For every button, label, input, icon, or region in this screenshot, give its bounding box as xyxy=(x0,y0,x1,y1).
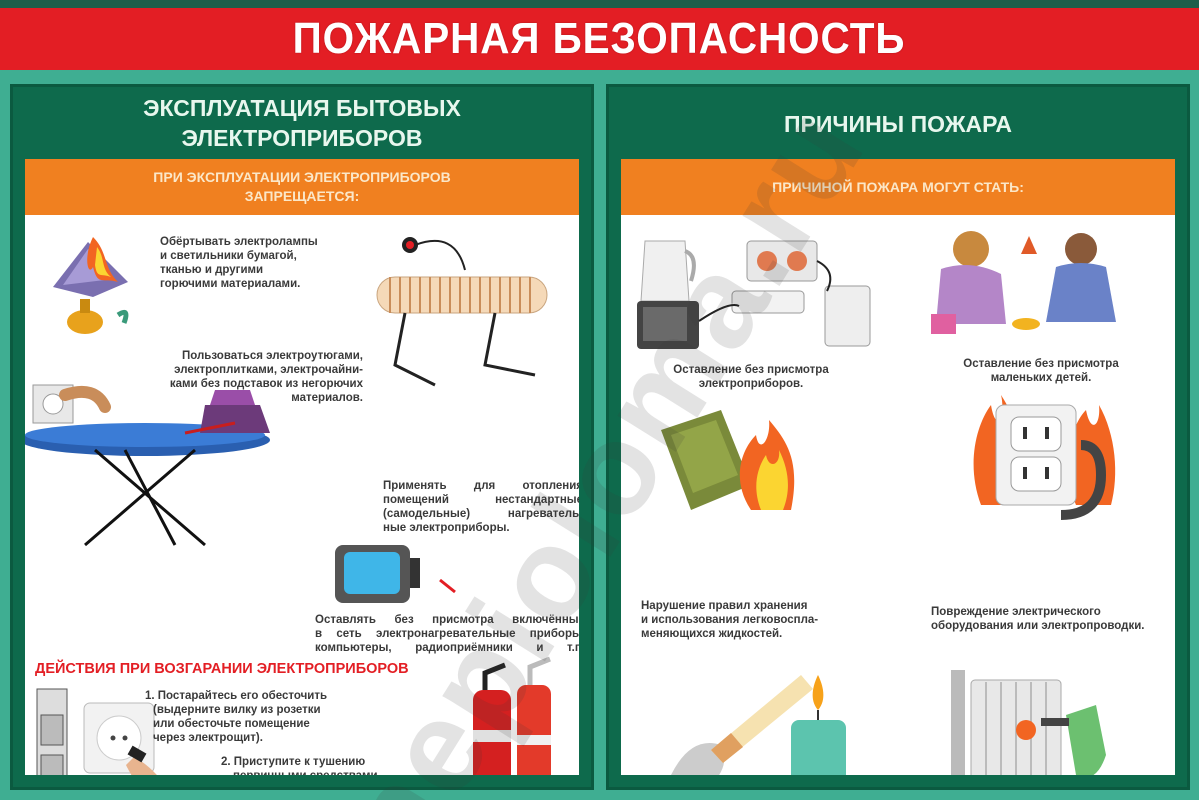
heating-pipes-torch-icon xyxy=(951,670,1106,775)
right-banner-text: ПРИЧИНОЙ ПОЖАРА МОГУТ СТАТЬ: xyxy=(772,178,1024,195)
fire-extinguishers-icon xyxy=(473,656,551,775)
rule-unattended-devices: Оставлять без присмотра включённые в сет… xyxy=(315,614,579,654)
left-content: Обёртывать электролампы и светильники бу… xyxy=(25,215,579,775)
actions-heading: ДЕЙСТВИЯ ПРИ ВОЗГАРАНИИ ЭЛЕКТРОПРИБОРОВ xyxy=(35,661,409,677)
cause-unattended-appliances: Оставление без присмотра электроприборов… xyxy=(673,364,829,390)
breaker-and-socket-icon xyxy=(36,688,157,775)
iron-ironing-board-icon xyxy=(25,384,270,547)
action-step-2: 2. Приступите к тушению первичными средс… xyxy=(221,756,381,775)
homemade-heater-icon xyxy=(376,237,548,387)
left-title-line1: ЭКСПЛУАТАЦИЯ БЫТОВЫХ xyxy=(143,95,461,121)
canister-fire-icon xyxy=(661,410,795,510)
cigarette-candle-icon xyxy=(671,675,846,775)
cause-flammable-liquids: Нарушение правил хранения и использовани… xyxy=(641,600,819,640)
left-title-line2: ЭЛЕКТРОПРИБОРОВ xyxy=(181,125,423,151)
cause-damaged-wiring: Повреждение электрического оборудования … xyxy=(931,606,1145,632)
left-panel-title: ЭКСПЛУАТАЦИЯ БЫТОВЫХ ЭЛЕКТРОПРИБОРОВ xyxy=(13,93,591,153)
poster-title: ПОЖАРНАЯ БЕЗОПАСНОСТЬ xyxy=(293,14,906,63)
poster-title-bar: ПОЖАРНАЯ БЕЗОПАСНОСТЬ xyxy=(0,8,1199,70)
left-banner-line1: ПРИ ЭКСПЛУАТАЦИИ ЭЛЕКТРОПРИБОРОВ xyxy=(153,169,451,185)
right-panel-title: ПРИЧИНЫ ПОЖАРА xyxy=(783,111,1013,137)
rule-wrap-lamps: Обёртывать электролампы и светильники бу… xyxy=(160,236,318,290)
burning-lamp-icon xyxy=(53,237,129,334)
top-strip xyxy=(0,0,1199,8)
burning-socket-icon xyxy=(973,395,1116,520)
rule-irons-without-stands: Пользоваться электроутюгами, электроплит… xyxy=(169,350,363,404)
right-panel-fire-causes: ПРИЧИНЫ ПОЖАРА ПРИЧИНОЙ ПОЖАРА МОГУТ СТА… xyxy=(606,84,1190,790)
left-panel-appliances: ЭКСПЛУАТАЦИЯ БЫТОВЫХ ЭЛЕКТРОПРИБОРОВ ПРИ… xyxy=(10,84,594,790)
tv-set-icon xyxy=(335,545,456,603)
action-step-1: 1. Постарайтесь его обесточить (выдернит… xyxy=(145,690,328,744)
rule-homemade-heaters: Применять для отопления помещений нестан… xyxy=(383,480,579,534)
right-banner: ПРИЧИНОЙ ПОЖАРА МОГУТ СТАТЬ: xyxy=(621,159,1175,215)
left-banner: ПРИ ЭКСПЛУАТАЦИИ ЭЛЕКТРОПРИБОРОВ ЗАПРЕЩА… xyxy=(25,159,579,215)
right-content: Оставление без присмотра электроприборов… xyxy=(621,215,1175,775)
unattended-appliances-icon xyxy=(637,240,871,349)
children-playing-icon xyxy=(931,231,1116,334)
cause-unattended-children: Оставление без присмотра маленьких детей… xyxy=(963,358,1119,384)
left-banner-line2: ЗАПРЕЩАЕТСЯ: xyxy=(244,188,360,204)
